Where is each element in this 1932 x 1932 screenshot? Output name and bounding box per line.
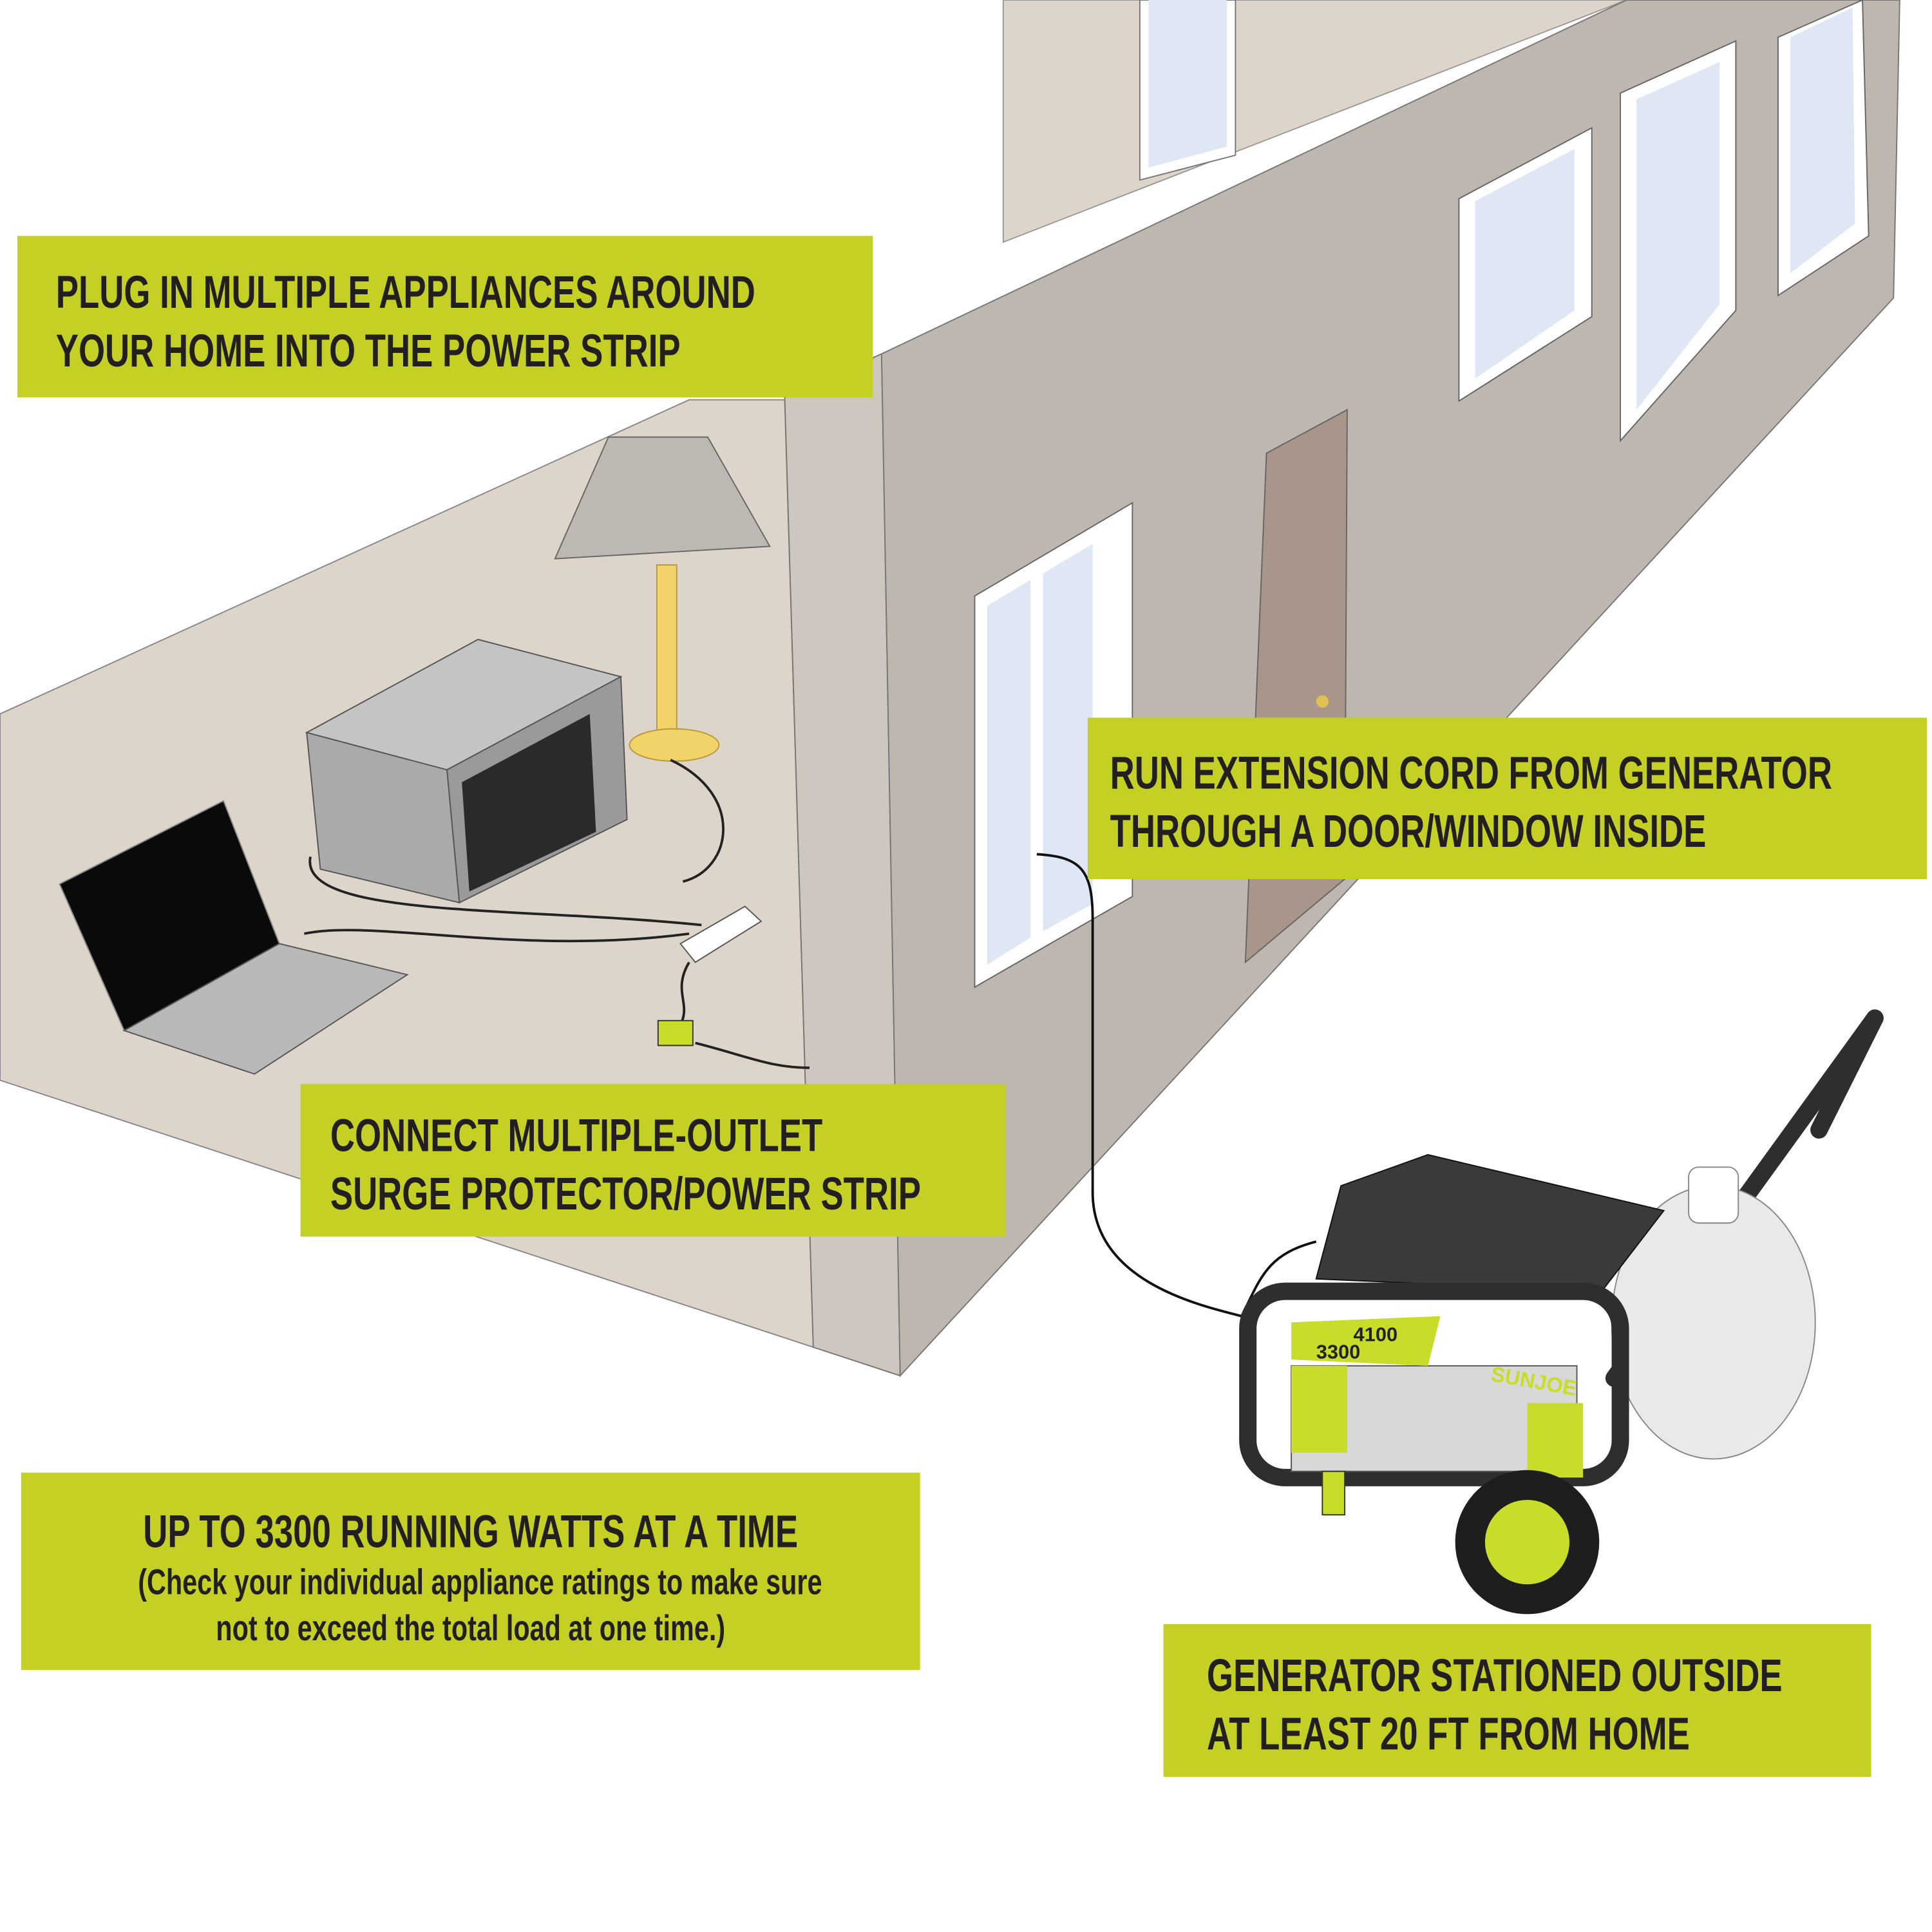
callout-surge-protector: CONNECT MULTIPLE-OUTLET SURGE PROTECTOR/… [300,1084,1006,1237]
callout-line: AT LEAST 20 FT FROM HOME [1207,1708,1690,1760]
running-watts-note: not to exceed the total load at one time… [216,1609,726,1649]
running-watts-label: 3300 [1316,1340,1361,1363]
wheel-hub [1484,1500,1570,1585]
callout-line: SURGE PROTECTOR/POWER STRIP [330,1168,921,1220]
door-knob [1316,695,1329,708]
callout-line: CONNECT MULTIPLE-OUTLET [330,1110,823,1161]
callout-line: RUN EXTENSION CORD FROM GENERATOR [1110,747,1832,799]
extension-cord [1036,853,1317,1318]
callout-line: GENERATOR STATIONED OUTSIDE [1207,1650,1783,1701]
window-pane [1475,149,1575,379]
laptop-base [122,943,409,1075]
lamp-stem [656,564,677,734]
upper-window-pane [1148,0,1227,168]
appliance-cords [303,759,724,943]
callout-line: YOUR HOME INTO THE POWER STRIP [55,325,681,377]
power-strip [679,905,762,963]
callout-plug-in-appliances: PLUG IN MULTIPLE APPLIANCES AROUND YOUR … [17,236,873,397]
callout-running-watts: UP TO 3300 RUNNING WATTS AT A TIME (Chec… [21,1472,920,1671]
callout-extension-cord: RUN EXTENSION CORD FROM GENERATOR THROUG… [1087,717,1927,880]
generator: 4100 3300 SUNJOE [1239,1009,1884,1615]
running-watts-headline: UP TO 3300 RUNNING WATTS AT A TIME [143,1506,799,1557]
running-watts-note: (Check your individual appliance ratings… [138,1563,822,1604]
starting-watts-label: 4100 [1354,1323,1398,1345]
lamp-base [629,728,720,762]
generator-frame [1239,1282,1629,1486]
watts-badge [1291,1316,1441,1366]
lamp-shade [554,436,771,560]
window-pane [987,580,1031,965]
generator-foot [1321,1470,1346,1516]
callout-generator-location: GENERATOR STATIONED OUTSIDE AT LEAST 20 … [1163,1624,1871,1777]
callout-line: PLUG IN MULTIPLE APPLIANCES AROUND [55,267,755,318]
propane-valve [1688,1166,1739,1224]
callout-line: THROUGH A DOOR/WINDOW INSIDE [1110,806,1707,857]
generator-top [1315,1154,1665,1293]
cord-connector [657,1019,694,1046]
window-pane [1636,62,1720,410]
window-pane [1043,544,1093,932]
microwave-door [462,714,596,892]
window-pane [1790,7,1855,274]
